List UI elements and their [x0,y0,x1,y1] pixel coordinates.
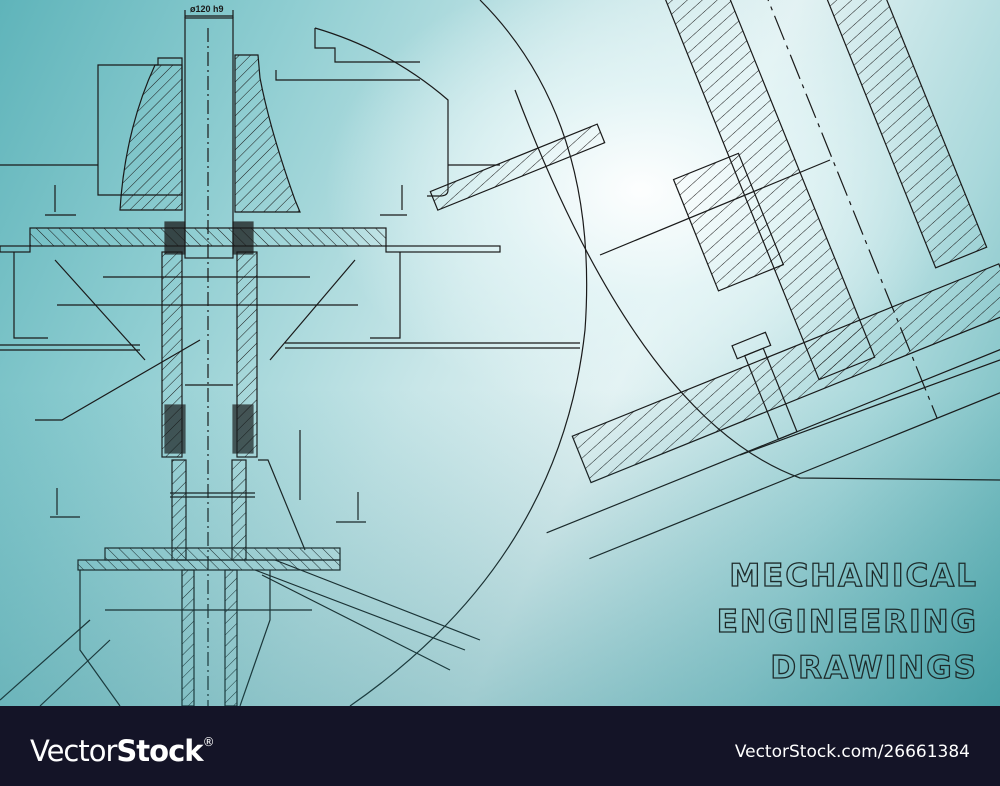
vectorstock-logo: VectorStock® [30,734,215,768]
logo-light-text: Vector [30,734,117,768]
dimension-label: ø120 h9 [190,4,224,14]
technical-drawing: ø120 h9 [0,0,1000,706]
drawing-canvas: ø120 h9 MECHANICAL ENGINEERING DRAWINGS [0,0,1000,706]
image-id: VectorStock.com/26661384 [734,742,970,762]
watermark-footer: VectorStock® VectorStock.com/26661384 [0,706,1000,786]
registered-mark-icon: ® [202,735,215,750]
logo-bold-text: Stock [116,734,203,768]
title-block: MECHANICAL ENGINEERING DRAWINGS [716,553,978,691]
title-line-3: DRAWINGS [770,649,978,686]
title-line-2: ENGINEERING [716,603,978,640]
title-line-1: MECHANICAL [729,557,978,594]
